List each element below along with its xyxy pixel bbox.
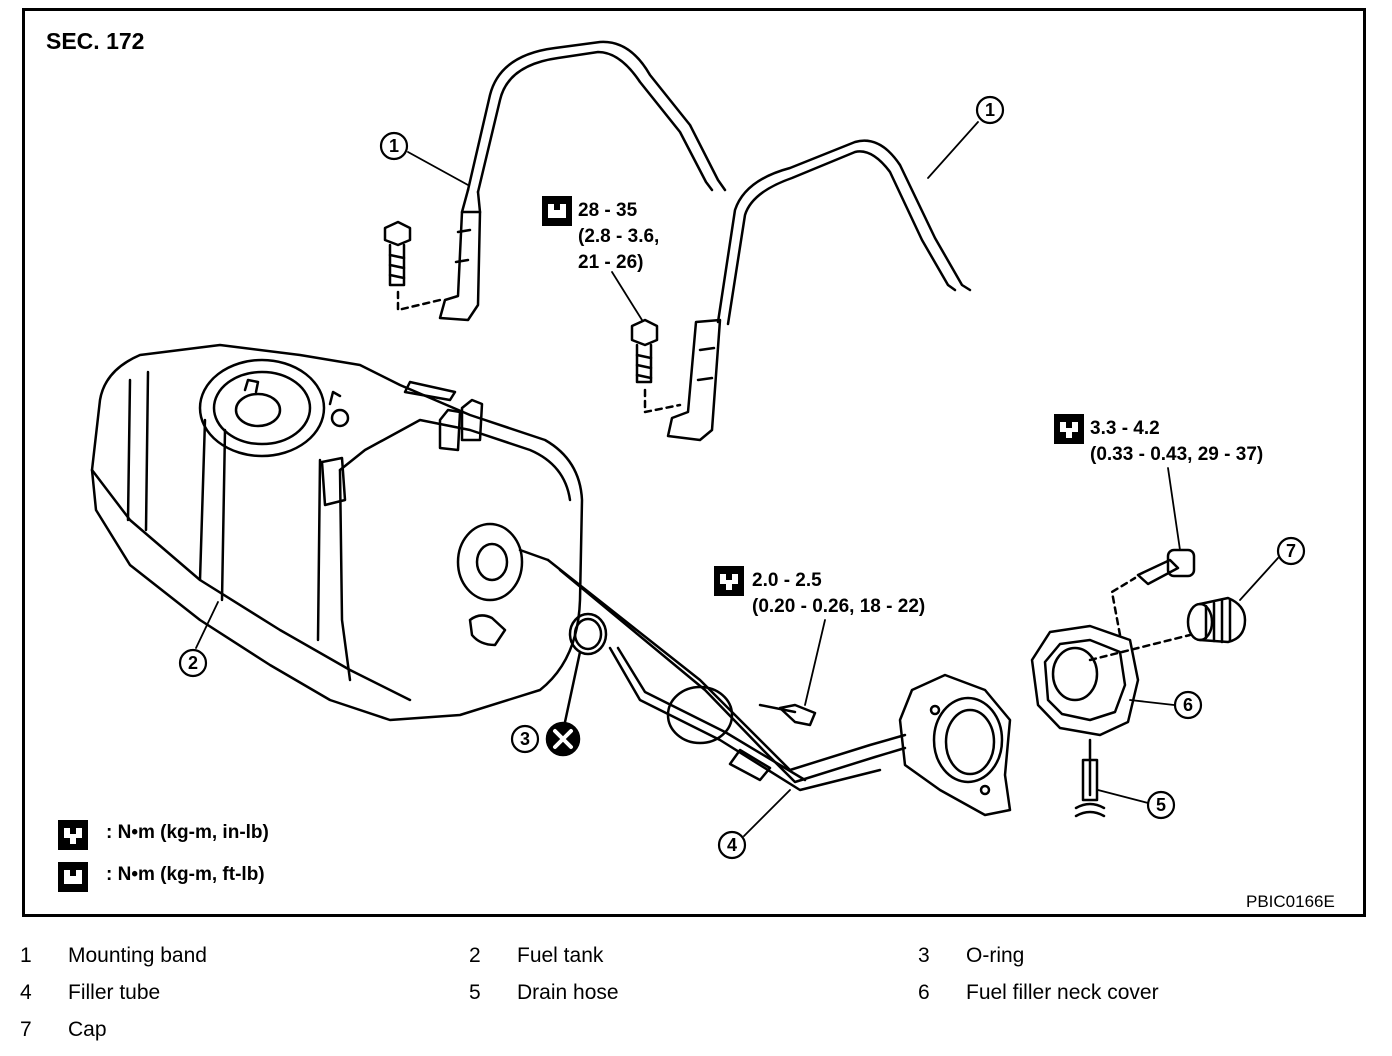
part-name: Mounting band bbox=[68, 944, 207, 967]
part-number: 5 bbox=[469, 981, 481, 1004]
figure-code: PBIC0166E bbox=[1246, 892, 1335, 911]
torque-spec-cover-bolt: 3.3 - 4.2 (0.33 - 0.43, 29 - 37) bbox=[1090, 418, 1264, 465]
fuel-filler-neck-cover bbox=[1030, 548, 1196, 818]
part-name: Cap bbox=[68, 1018, 107, 1041]
fuel-tank bbox=[90, 343, 584, 722]
filler-tube bbox=[546, 558, 1012, 817]
legend-ft-lb: : N•m (kg-m, ft-lb) bbox=[96, 864, 265, 886]
part-name: Drain hose bbox=[517, 981, 619, 1004]
part-name: O-ring bbox=[966, 944, 1025, 967]
callout-3: 3 bbox=[520, 729, 530, 749]
part-name: Fuel tank bbox=[517, 944, 604, 967]
callout-1-right: 1 bbox=[985, 100, 995, 120]
part-name: Fuel filler neck cover bbox=[966, 981, 1159, 1004]
diagram-frame bbox=[22, 8, 1366, 917]
part-number: 7 bbox=[20, 1018, 32, 1041]
callout-6: 6 bbox=[1183, 695, 1193, 715]
bolt-left bbox=[383, 220, 442, 312]
torque-spec-band-bolt: 28 - 35 (2.8 - 3.6, 21 - 26) bbox=[578, 200, 660, 273]
cap bbox=[1186, 596, 1247, 644]
o-ring bbox=[545, 612, 608, 757]
part-number: 6 bbox=[918, 981, 930, 1004]
part-number: 2 bbox=[469, 944, 481, 967]
callout-4: 4 bbox=[727, 835, 737, 855]
legend-in-lb-label: : N•m (kg-m, in-lb) bbox=[106, 822, 269, 843]
bolt-middle bbox=[630, 318, 682, 414]
torque-spec-tube-bolt: 2.0 - 2.5 (0.20 - 0.26, 18 - 22) bbox=[752, 570, 926, 617]
part-name: Filler tube bbox=[68, 981, 161, 1004]
mounting-band-left bbox=[438, 40, 727, 322]
leader-lines bbox=[195, 121, 1279, 837]
part-number: 4 bbox=[20, 981, 32, 1004]
callout-5: 5 bbox=[1156, 795, 1166, 815]
callout-2: 2 bbox=[188, 653, 198, 673]
section-label: SEC. 172 bbox=[46, 28, 145, 54]
callout-7: 7 bbox=[1286, 541, 1296, 561]
part-number: 1 bbox=[20, 944, 32, 967]
mounting-band-right bbox=[666, 139, 972, 442]
legend-in-lb: : N•m (kg-m, in-lb) bbox=[96, 822, 269, 844]
callout-circles bbox=[178, 95, 1306, 860]
torque-icons bbox=[58, 196, 1084, 892]
callout-1-left: 1 bbox=[389, 136, 399, 156]
part-number: 3 bbox=[918, 944, 930, 967]
legend-ft-lb-label: : N•m (kg-m, ft-lb) bbox=[106, 864, 265, 885]
